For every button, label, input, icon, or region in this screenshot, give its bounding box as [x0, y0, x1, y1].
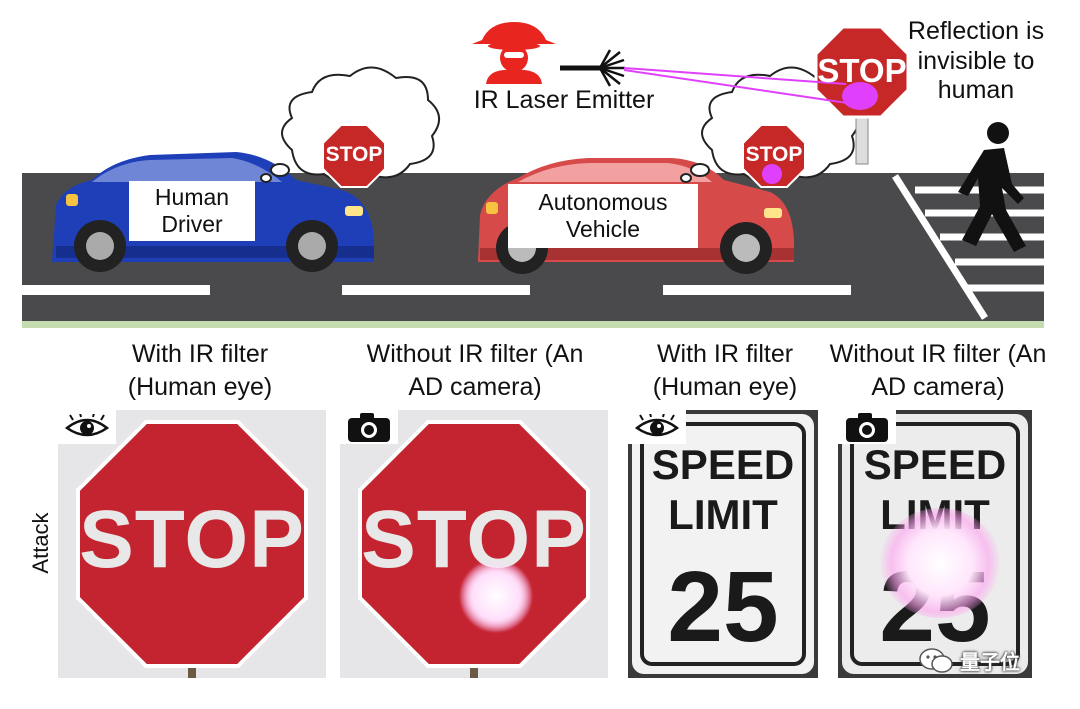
panel-1-caption: With IR filter (Human eye)	[127, 340, 273, 401]
panel-speed-human-eye	[628, 410, 818, 678]
panel-3-speed: SPEED	[651, 441, 795, 488]
thought-stop-text: STOP	[325, 143, 383, 166]
laser-glare-overlay	[880, 508, 1000, 618]
roadside-stop-sign	[814, 25, 910, 119]
roadside-stop-text: STOP	[817, 52, 907, 89]
camera-tag	[838, 410, 896, 444]
road-scene	[22, 22, 1044, 328]
panel-3-caption: With IR filter (Human eye)	[652, 340, 798, 401]
divider	[22, 321, 1044, 328]
panel-2-caption: Without IR filter (An AD camera)	[366, 340, 584, 401]
autonomous-vehicle-label-box	[508, 184, 698, 248]
eye-icon	[635, 414, 679, 437]
panel-1-sign-text: STOP	[79, 494, 305, 585]
reflection-label: Reflection is invisible to human	[907, 17, 1045, 104]
panel-3-value: 25	[667, 551, 779, 663]
panel-4-speed: SPEED	[863, 441, 1007, 488]
human-driver-label: Human Driver	[154, 183, 230, 237]
laser-glare-overlay	[460, 560, 532, 632]
panel-stop-ad-camera	[340, 410, 608, 678]
watermark-text: 量子位	[960, 650, 1020, 674]
panel-4-caption: Without IR filter (An AD camera)	[829, 340, 1047, 401]
speed-sign-board	[632, 414, 814, 674]
eye-icon	[65, 414, 109, 437]
laser-spot	[842, 82, 878, 110]
panel-3-limit: LIMIT	[668, 491, 778, 538]
wechat-icon	[919, 647, 953, 673]
human-driver-label-box	[129, 181, 255, 241]
laser-beam	[623, 67, 847, 85]
laser-beam	[623, 69, 855, 105]
lane-marking	[663, 285, 851, 295]
camera-icon	[846, 413, 888, 442]
thought-stop-sign	[322, 124, 386, 188]
thought-stop-sign-perturbed	[742, 124, 806, 188]
laser-emitter-icon	[560, 49, 625, 87]
eye-tag	[628, 410, 686, 444]
laser-spot-perceived	[762, 164, 782, 184]
laser-emitter-label: IR Laser Emitter	[473, 86, 655, 114]
thought-stop-text-vehicle: STOP	[745, 143, 803, 166]
camera-icon	[348, 413, 390, 442]
watermark: 量子位	[918, 646, 1020, 675]
attacker-eyes	[504, 52, 524, 58]
camera-tag	[340, 410, 398, 444]
eye-tag	[58, 410, 116, 444]
attack-row-label: Attack	[28, 512, 53, 574]
autonomous-vehicle-label: Autonomous Vehicle	[538, 188, 668, 242]
pedestrian-icon	[958, 122, 1026, 252]
attacker-icon	[472, 22, 556, 84]
panel-stop-human-eye	[58, 410, 326, 678]
lane-marking	[342, 285, 530, 295]
stop-sign-octagon	[76, 420, 308, 668]
lane-marking	[22, 285, 210, 295]
